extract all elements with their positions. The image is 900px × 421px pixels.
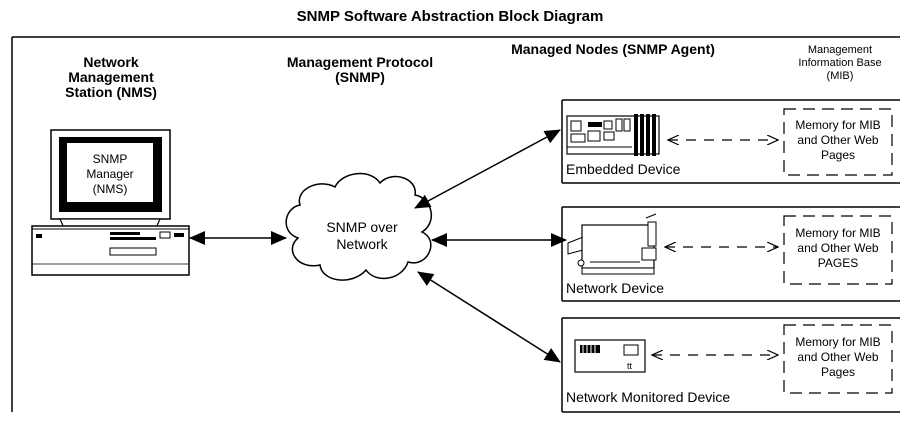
device-box-monitored <box>561 317 900 413</box>
mib-box-network <box>783 215 893 285</box>
nms-computer <box>31 129 190 276</box>
diagram-title: SNMP Software Abstraction Block Diagram <box>296 8 604 25</box>
arrow-cloud-monitored <box>417 271 561 363</box>
outer-frame <box>11 36 900 412</box>
printer-icon <box>567 213 657 275</box>
mib-text-embedded: Memory for MIB and Other Web Pages <box>795 118 881 162</box>
mib-text-monitored: Memory for MIB and Other Web Pages <box>795 335 881 379</box>
nms-screen-label: SNMP Manager (NMS) <box>86 152 134 196</box>
device-label-embedded: Embedded Device <box>566 161 681 177</box>
header-nodes: Managed Nodes (SNMP Agent) <box>511 41 715 57</box>
header-nms: Network Management Station (NMS) <box>65 54 157 100</box>
device-label-network: Network Device <box>566 280 665 296</box>
circuit-board-icon <box>566 114 660 156</box>
device-label-monitored: Network Monitored Device <box>566 389 731 405</box>
cloud-label: SNMP over Network <box>326 219 398 252</box>
mib-box-embedded <box>783 108 893 176</box>
device-box-network <box>561 206 900 302</box>
device-box-embedded <box>561 99 900 184</box>
monitored-device-icon: tt <box>574 339 646 373</box>
arrow-cloud-embedded <box>414 129 561 209</box>
header-mib: Management Information Base (MIB) <box>798 44 882 82</box>
mib-text-network: Memory for MIB and Other Web PAGES <box>795 226 881 270</box>
mib-box-monitored <box>783 324 893 394</box>
svg-text:tt: tt <box>627 361 633 371</box>
header-protocol: Management Protocol (SNMP) <box>286 54 434 85</box>
network-cloud <box>285 172 433 281</box>
